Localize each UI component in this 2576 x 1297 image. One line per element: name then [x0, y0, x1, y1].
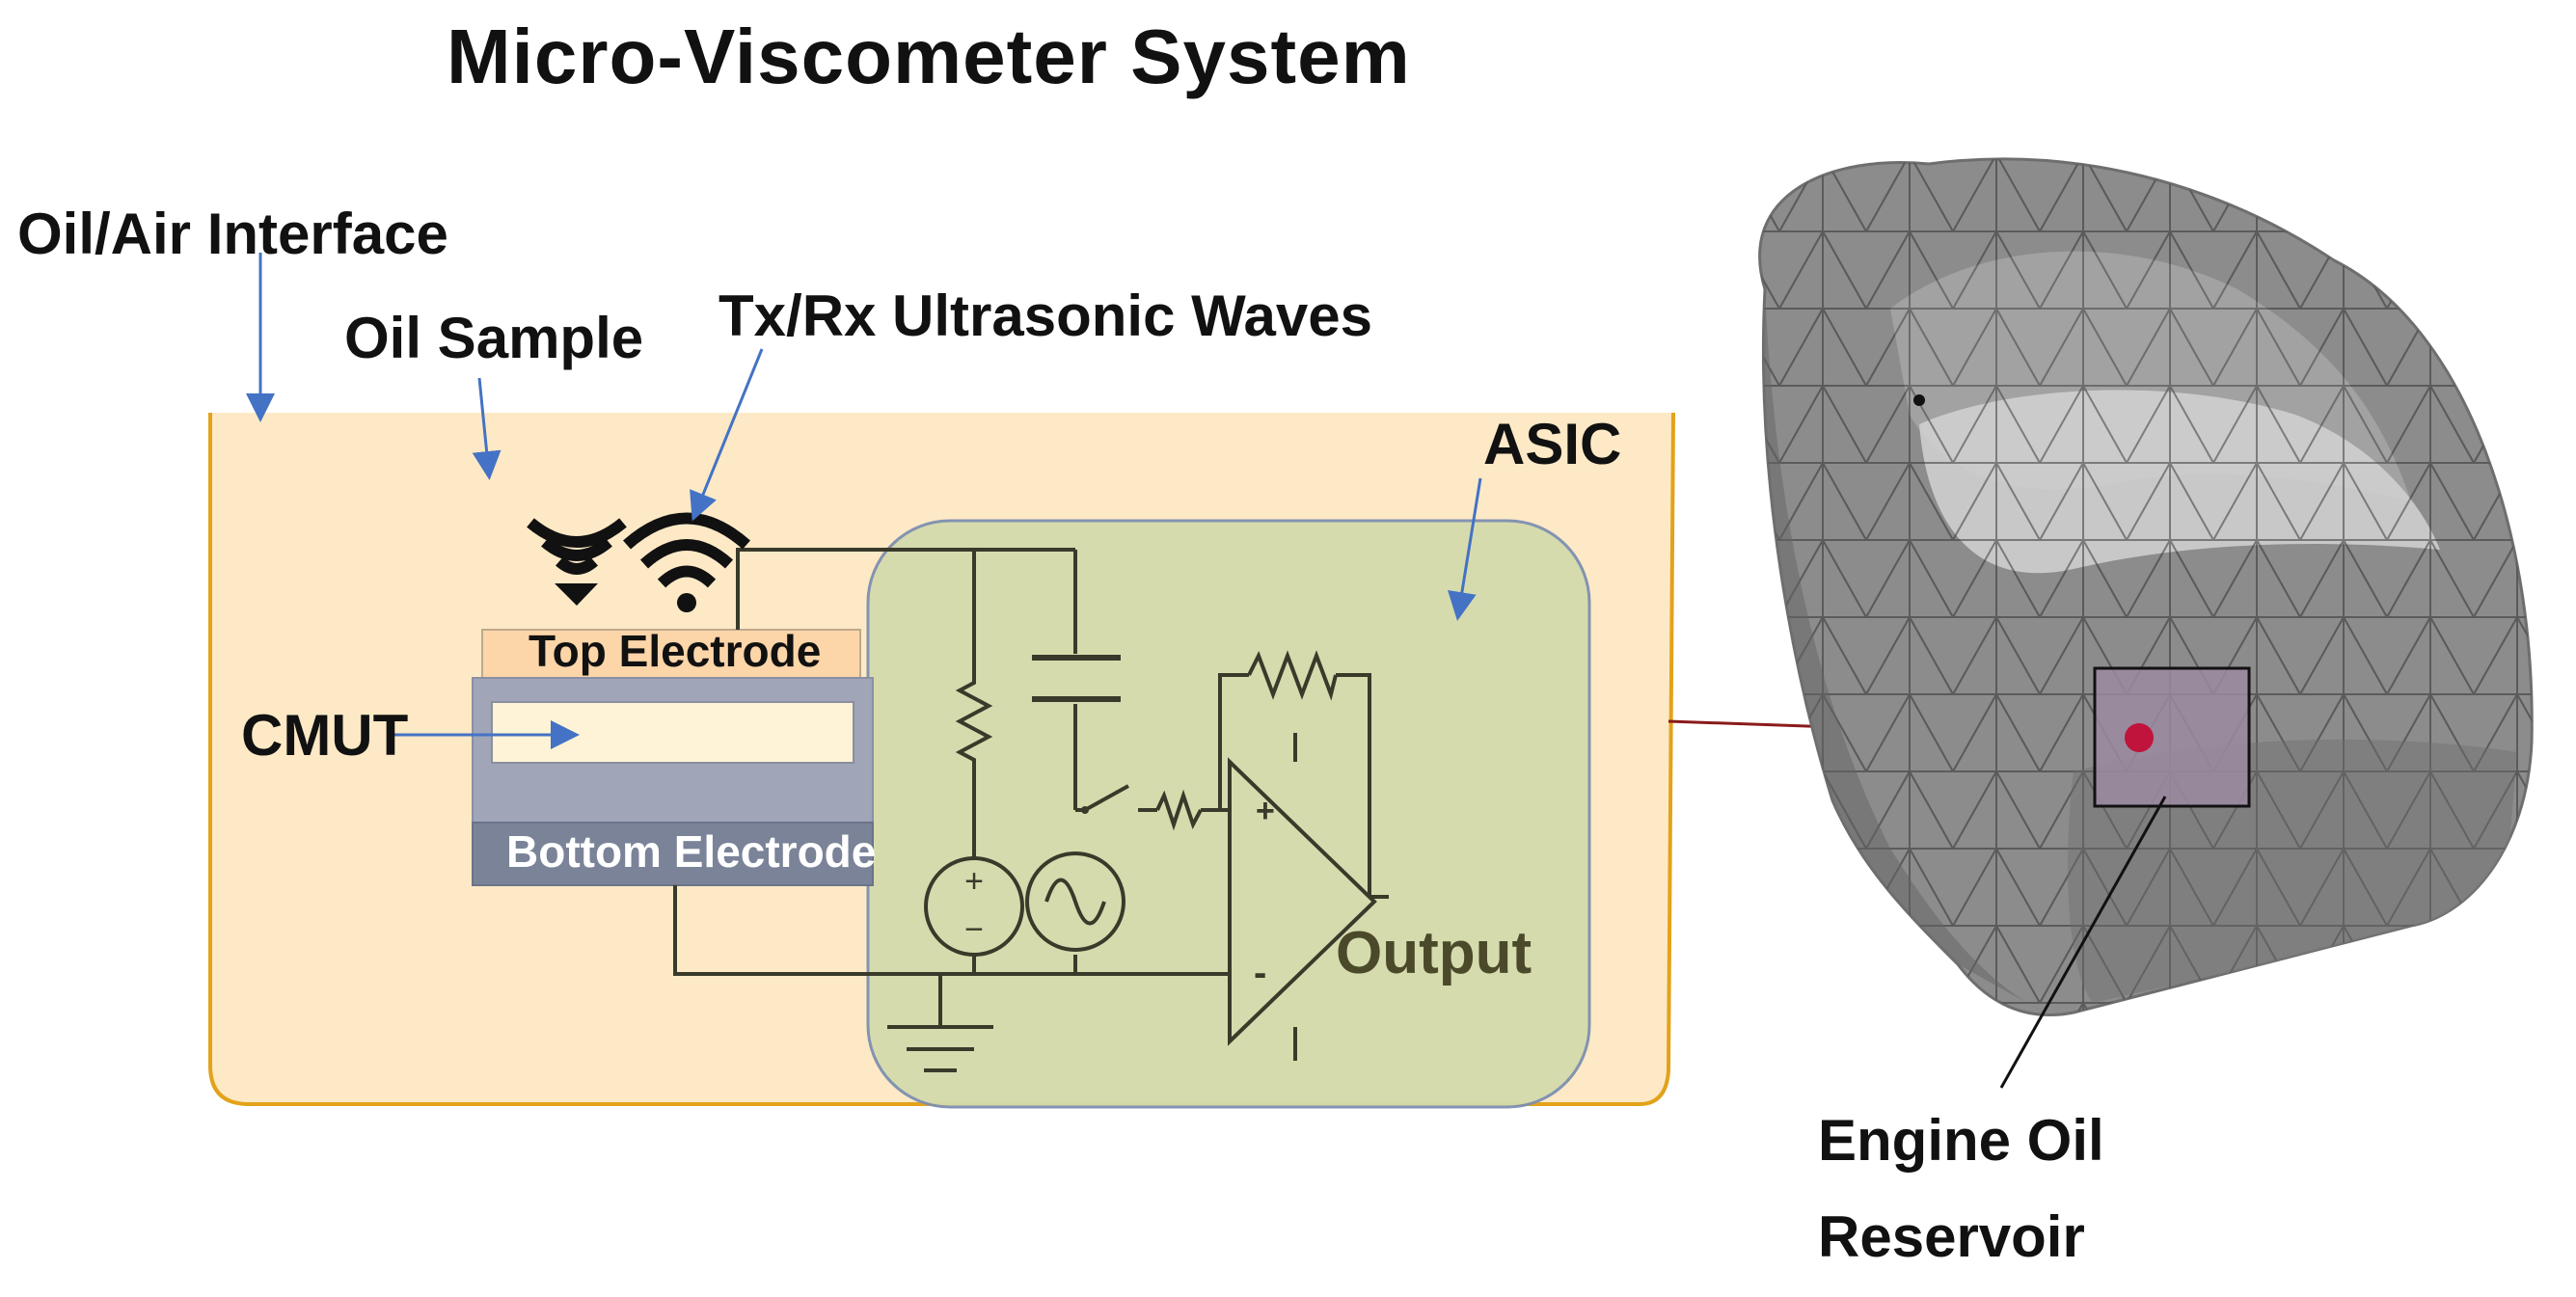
svg-text:+: +	[964, 863, 984, 900]
engine-oil-reservoir-dot	[2125, 723, 2154, 752]
reservoir-leader-line	[1999, 796, 2167, 1089]
dc-source-icon: + −	[924, 856, 1024, 957]
resistor-icon	[955, 670, 993, 771]
oil-container-border	[208, 412, 1675, 1106]
label-output: Output	[1336, 920, 1532, 986]
label-cmut: CMUT	[241, 703, 409, 768]
label-bottom-electrode: Bottom Electrode	[506, 826, 877, 877]
ground-icon	[887, 1025, 993, 1072]
diagram-title: Micro-Viscometer System	[447, 14, 1411, 99]
feedback-resistor-icon	[1247, 650, 1338, 701]
op-amp-plus: +	[1256, 793, 1275, 829]
car-mesh	[1758, 157, 2534, 1017]
top-electrode	[481, 629, 861, 679]
label-oil-air-interface: Oil/Air Interface	[17, 202, 448, 266]
label-top-electrode: Top Electrode	[529, 626, 822, 676]
label-tx-rx-ultrasonic-waves: Tx/Rx Ultrasonic Waves	[719, 284, 1373, 348]
circuit-wires	[673, 548, 1389, 1061]
label-oil-sample: Oil Sample	[344, 306, 644, 370]
label-reservoir: Reservoir	[1818, 1204, 2085, 1269]
capacitor-icon	[1032, 655, 1121, 702]
signal-wave-icon	[527, 518, 627, 606]
bottom-electrode	[472, 822, 874, 886]
ac-source-icon	[1025, 851, 1125, 952]
op-amp-minus: -	[1254, 952, 1266, 994]
op-amp-icon	[1228, 757, 1377, 1046]
annotation-arrows	[246, 253, 1482, 749]
label-asic: ASIC	[1483, 412, 1622, 476]
switch-icon	[1081, 806, 1089, 814]
cmut-cavity	[491, 701, 854, 764]
wifi-wave-icon	[623, 512, 750, 612]
input-resistor-icon	[1155, 789, 1203, 831]
svg-text:−: −	[964, 911, 984, 948]
label-engine-oil: Engine Oil	[1818, 1108, 2104, 1173]
engine-oil-reservoir-box	[2093, 666, 2251, 808]
